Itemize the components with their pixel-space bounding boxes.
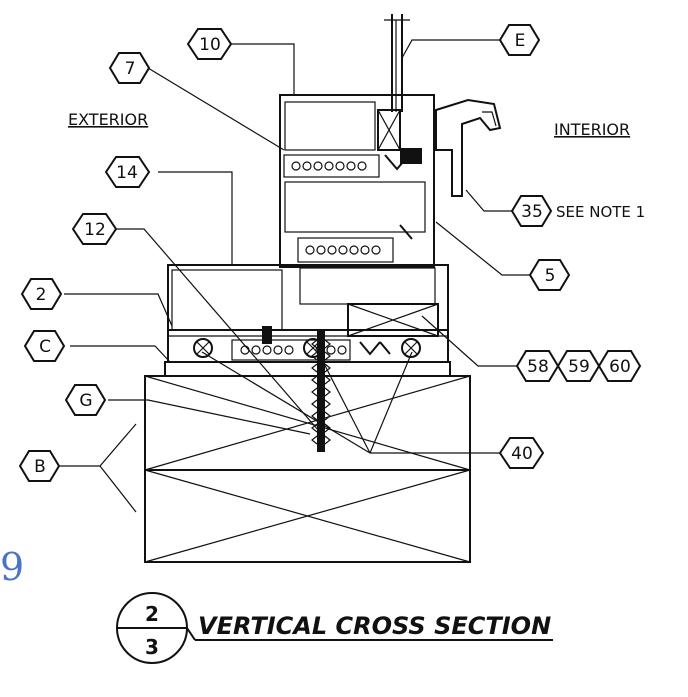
glass-pane — [384, 14, 410, 112]
thermal-break-lower — [305, 245, 381, 255]
callout-14: 14 — [104, 156, 151, 188]
svg-text:2: 2 — [36, 285, 47, 305]
sill-frame — [167, 264, 449, 363]
callout-G: G — [64, 384, 107, 416]
svg-text:12: 12 — [84, 220, 106, 240]
svg-text:10: 10 — [199, 35, 221, 55]
detail-number: 2 — [145, 602, 159, 626]
callout-2: 2 — [20, 278, 63, 310]
drawing-title: VERTICAL CROSS SECTION — [198, 612, 551, 640]
interior-label: INTERIOR — [554, 120, 630, 139]
svg-text:B: B — [34, 457, 46, 477]
callout-10: 10 — [186, 28, 233, 60]
svg-text:59: 59 — [568, 357, 590, 377]
exterior-label: EXTERIOR — [68, 110, 148, 129]
detail-title-block: 2 3 VERTICAL CROSS SECTION — [116, 592, 553, 664]
svg-text:40: 40 — [511, 444, 533, 464]
svg-text:60: 60 — [609, 357, 631, 377]
callout-E: E — [498, 24, 541, 56]
svg-text:58: 58 — [527, 357, 549, 377]
vent-frame — [279, 94, 436, 305]
callout-58: 58 — [515, 350, 560, 382]
svg-text:E: E — [515, 31, 526, 51]
callout-59: 59 — [556, 350, 601, 382]
callout-12: 12 — [71, 213, 118, 245]
callout-35: 35 — [510, 195, 553, 227]
fastener-head-left — [193, 338, 213, 358]
callout-40: 40 — [498, 437, 545, 469]
callout-5: 5 — [528, 259, 571, 291]
callout-7: 7 — [108, 52, 151, 84]
callout-C: C — [23, 330, 66, 362]
callout-60: 60 — [597, 350, 642, 382]
note-label: SEE NOTE 1 — [556, 203, 645, 221]
gasket-sill — [262, 326, 272, 344]
leader-lines — [60, 39, 530, 513]
window-handle — [435, 98, 502, 197]
svg-text:14: 14 — [116, 163, 138, 183]
callout-B: B — [18, 450, 61, 482]
svg-text:C: C — [39, 337, 51, 357]
svg-text:G: G — [79, 391, 92, 411]
svg-text:5: 5 — [545, 266, 556, 286]
thermal-break-sill — [240, 345, 347, 355]
sheet-number: 3 — [145, 635, 159, 659]
handwritten-mark: 9 — [0, 545, 24, 589]
svg-text:35: 35 — [521, 202, 543, 222]
fastener-head-right — [401, 338, 421, 358]
thermal-break-upper — [291, 161, 367, 171]
anchor-screw — [311, 330, 331, 452]
svg-text:7: 7 — [125, 59, 136, 79]
base-block — [144, 375, 471, 563]
